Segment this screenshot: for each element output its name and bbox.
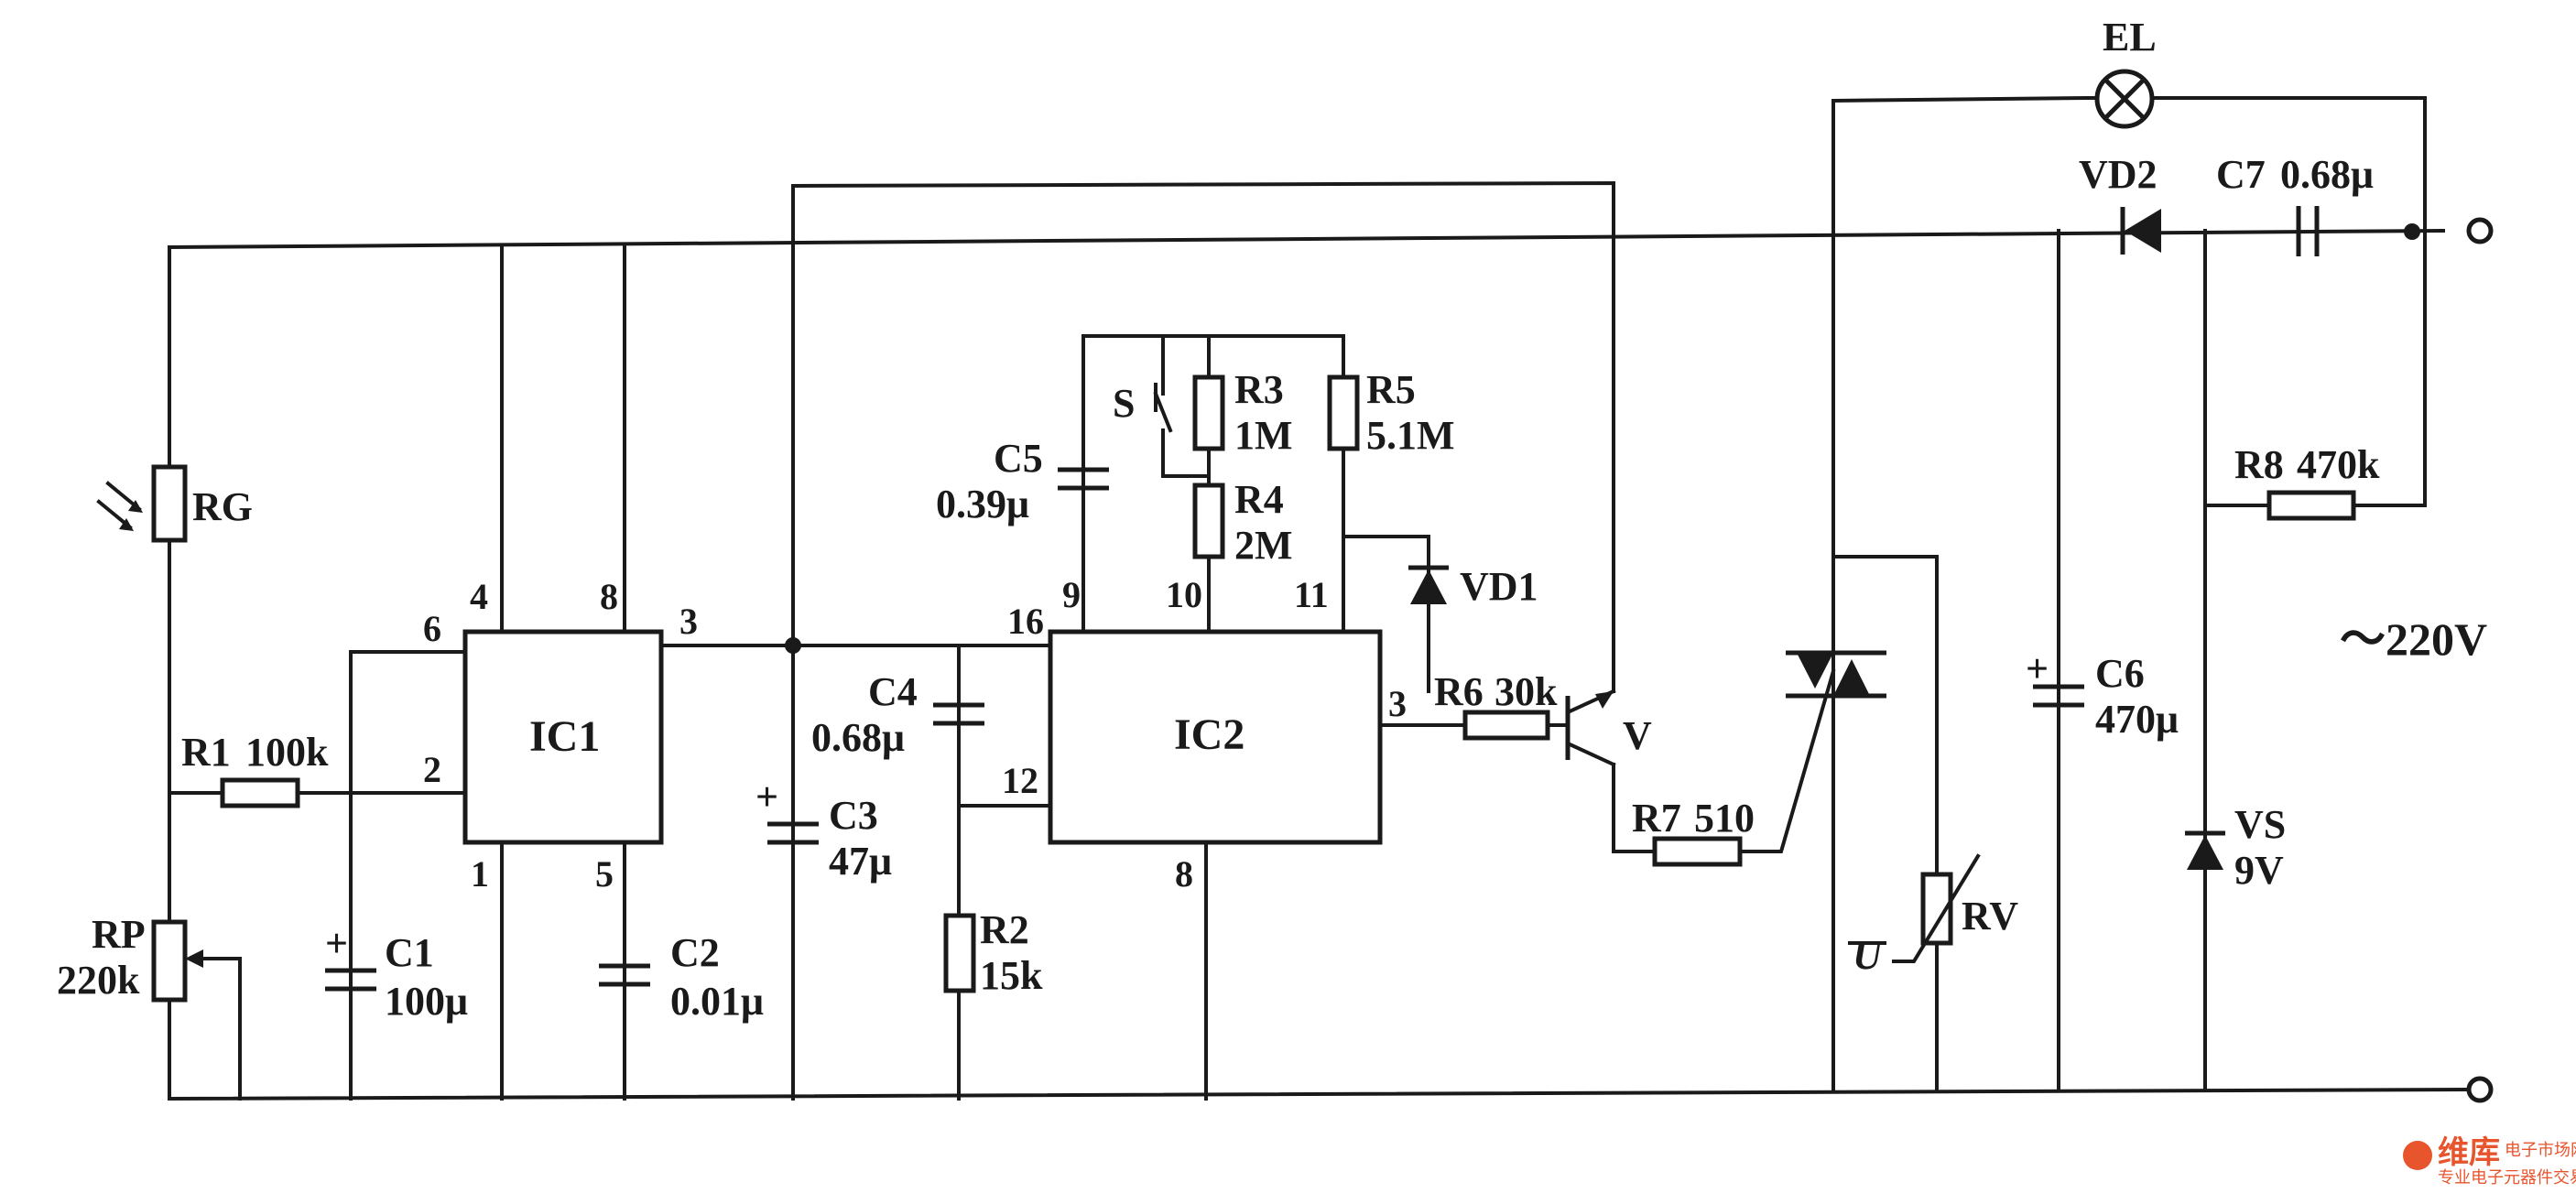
ic1-pin-2: 2 bbox=[423, 749, 441, 790]
label-r3: R3 bbox=[1234, 367, 1284, 412]
label-c7-value: 0.68μ bbox=[2280, 152, 2374, 197]
resistor-r1 bbox=[220, 777, 300, 808]
watermark: 维库 电子市场网 专业电子元器件交易网站 bbox=[2403, 1134, 2576, 1188]
label-rp: RP bbox=[92, 912, 146, 957]
label-r8-value: 470k bbox=[2297, 442, 2380, 487]
resistor-r3 bbox=[1192, 374, 1225, 451]
resistor-r7 bbox=[1652, 836, 1743, 867]
label-r1: R1 bbox=[181, 730, 231, 775]
label-rg: RG bbox=[192, 484, 253, 529]
label-rv: RV bbox=[1962, 894, 2018, 938]
label-c4-value: 0.68μ bbox=[811, 715, 905, 760]
label-rp-value: 220k bbox=[57, 958, 140, 1003]
varistor-rv bbox=[1892, 853, 1981, 963]
label-r4: R4 bbox=[1234, 477, 1284, 522]
label-v: V bbox=[1623, 713, 1652, 758]
switch-s bbox=[1153, 375, 1173, 433]
watermark-tagline: 专业电子元器件交易网站 bbox=[2438, 1168, 2576, 1188]
label-r7: R7 bbox=[1632, 796, 1681, 841]
label-r2: R2 bbox=[980, 907, 1029, 952]
diode-vd2 bbox=[2120, 207, 2161, 255]
label-c1-value: 100μ bbox=[385, 979, 468, 1024]
resistor-r5 bbox=[1327, 374, 1360, 451]
potentiometer-rp bbox=[151, 919, 208, 1003]
label-c3-value: 47μ bbox=[829, 839, 892, 884]
label-r8: R8 bbox=[2234, 442, 2284, 487]
triac bbox=[1786, 650, 1886, 699]
label-u: U bbox=[1853, 933, 1884, 978]
capacitor-c1 bbox=[325, 968, 376, 992]
label-ic1: IC1 bbox=[529, 712, 600, 761]
ic1-pin-8: 8 bbox=[600, 576, 618, 617]
ic2-pin-8: 8 bbox=[1175, 853, 1193, 895]
label-c1: C1 bbox=[385, 930, 434, 975]
label-el: EL bbox=[2103, 15, 2157, 60]
label-vd1: VD1 bbox=[1460, 564, 1538, 609]
label-c5: C5 bbox=[994, 436, 1043, 481]
label-r4-value: 2M bbox=[1234, 523, 1293, 568]
label-c4: C4 bbox=[868, 669, 918, 714]
label-c2-value: 0.01μ bbox=[670, 979, 764, 1024]
label-vs-value: 9V bbox=[2234, 848, 2284, 893]
ic1-pin-3: 3 bbox=[679, 601, 698, 642]
resistor-r2 bbox=[943, 913, 976, 993]
label-r2-value: 15k bbox=[980, 953, 1043, 998]
label-supply-voltage: ～220V bbox=[2340, 613, 2487, 665]
ic1-pin-4: 4 bbox=[470, 576, 488, 617]
ic1-pin-5: 5 bbox=[595, 853, 614, 895]
label-c2: C2 bbox=[670, 930, 720, 975]
label-r6-value: 30k bbox=[1495, 669, 1558, 714]
label-ic2: IC2 bbox=[1174, 710, 1245, 759]
ic2-pin-16: 16 bbox=[1007, 601, 1044, 642]
ic1-pin-6: 6 bbox=[423, 608, 441, 649]
transistor-v bbox=[1565, 689, 1616, 767]
label-c5-value: 0.39μ bbox=[936, 482, 1029, 526]
diode-vd1 bbox=[1408, 565, 1449, 604]
junctions bbox=[785, 223, 2420, 654]
ic2-pin-11: 11 bbox=[1294, 574, 1329, 615]
label-r5-value: 5.1M bbox=[1366, 413, 1455, 458]
label-c6-value: 470μ bbox=[2095, 697, 2179, 742]
capacitor-c2 bbox=[599, 963, 650, 987]
zener-vs bbox=[2185, 830, 2225, 870]
label-r6: R6 bbox=[1434, 669, 1484, 714]
ic1-pin-1: 1 bbox=[471, 853, 489, 895]
label-vs: VS bbox=[2234, 802, 2286, 847]
supply-terminals bbox=[2466, 217, 2494, 1103]
ic2-pin-3: 3 bbox=[1388, 683, 1407, 724]
photoresistor-rg bbox=[96, 464, 188, 543]
capacitor-c4 bbox=[933, 702, 984, 726]
label-c3: C3 bbox=[829, 793, 878, 838]
c6-plus-sign: + bbox=[2026, 646, 2049, 691]
label-r1-value: 100k bbox=[245, 730, 329, 775]
ic2-pin-10: 10 bbox=[1166, 574, 1202, 615]
resistor-r4 bbox=[1192, 483, 1225, 559]
ic2-pin-12: 12 bbox=[1002, 760, 1038, 801]
label-r3-value: 1M bbox=[1234, 413, 1293, 458]
label-c6: C6 bbox=[2095, 651, 2145, 696]
ic2-pin-9: 9 bbox=[1062, 574, 1081, 615]
label-r7-value: 510 bbox=[1694, 796, 1755, 841]
capacitor-c5 bbox=[1058, 467, 1109, 491]
label-r5: R5 bbox=[1366, 367, 1416, 412]
resistor-r6 bbox=[1462, 710, 1550, 741]
ic1-chip bbox=[462, 629, 664, 845]
label-s: S bbox=[1113, 381, 1135, 426]
c3-plus-sign: + bbox=[755, 775, 778, 819]
resistor-r8 bbox=[2266, 490, 2356, 521]
watermark-site: 电子市场网 bbox=[2505, 1141, 2576, 1160]
watermark-brand: 维库 bbox=[2438, 1134, 2500, 1171]
ic2-chip bbox=[1048, 629, 1383, 845]
capacitor-c7 bbox=[2296, 206, 2320, 256]
capacitor-c6 bbox=[2033, 684, 2084, 708]
label-vd2: VD2 bbox=[2079, 152, 2158, 197]
lamp-el bbox=[2094, 69, 2155, 129]
c1-plus-sign: + bbox=[325, 921, 348, 966]
watermark-logo-icon bbox=[2403, 1141, 2432, 1170]
label-c7: C7 bbox=[2216, 152, 2266, 197]
capacitor-c3 bbox=[767, 821, 819, 845]
